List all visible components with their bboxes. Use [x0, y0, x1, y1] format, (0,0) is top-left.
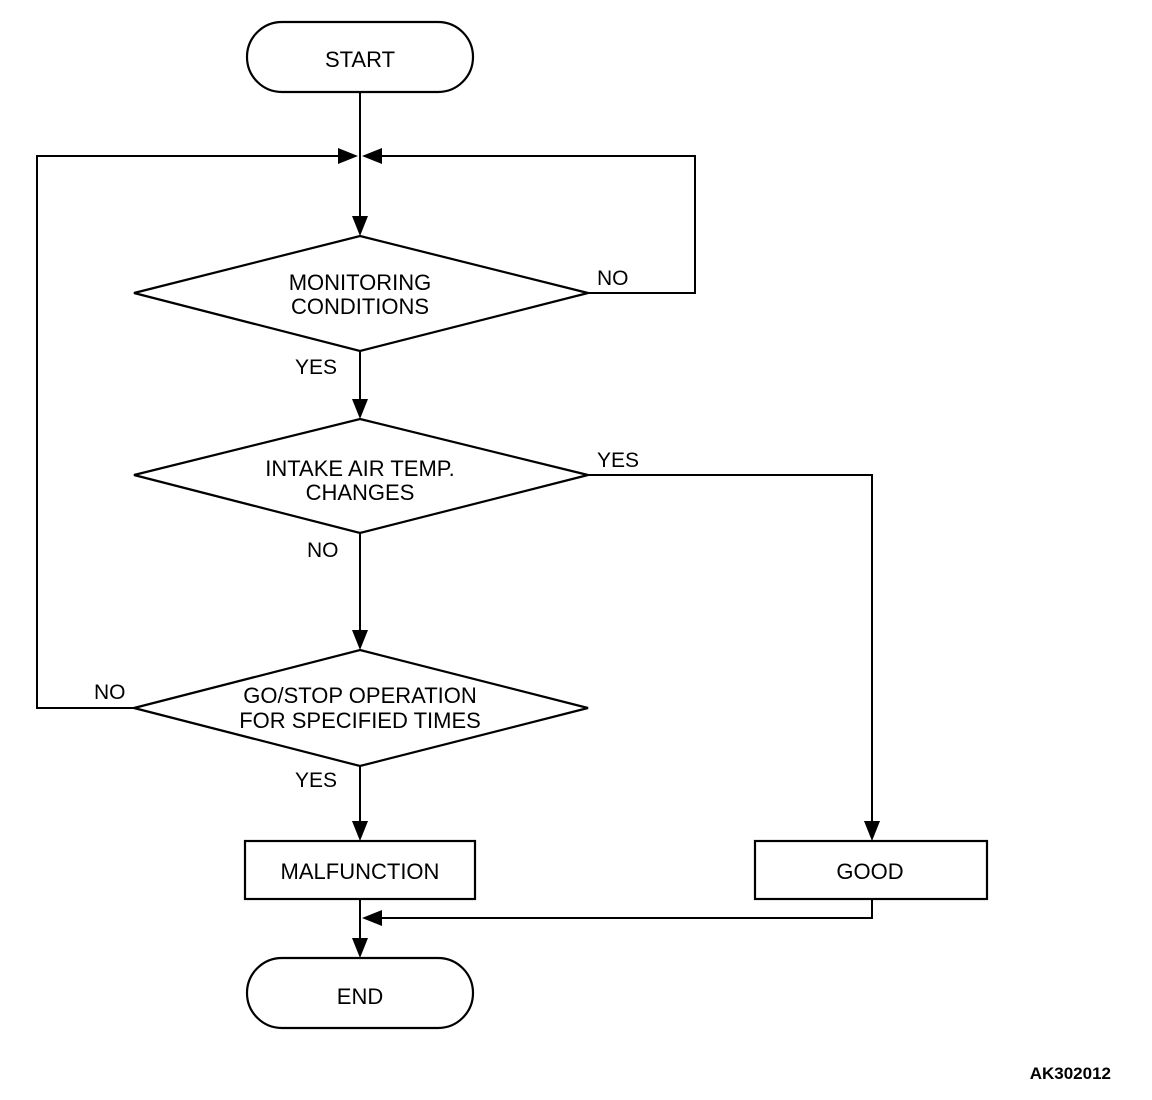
monitoring-conditions-decision: [133, 234, 589, 353]
arrowhead-right: [338, 148, 358, 164]
monitoring-label-line2: CONDITIONS: [291, 294, 429, 319]
edge-label-monitoring-yes: YES: [295, 356, 337, 379]
edge-label-intake-yes: YES: [597, 449, 639, 472]
gostop-label-line2: FOR SPECIFIED TIMES: [239, 708, 481, 733]
gostop-label-line1: GO/STOP OPERATION: [243, 683, 477, 708]
good-box: [753, 839, 989, 901]
arrowhead-left: [362, 910, 382, 926]
edge-label-intake-no: NO: [307, 539, 339, 562]
edge-label-monitoring-no: NO: [597, 267, 629, 290]
connector-good-to-end: [381, 899, 873, 919]
monitoring-label-line1: MONITORING: [289, 270, 432, 295]
edge-label-gostop-yes: YES: [295, 769, 337, 792]
intake-label-line1: INTAKE AIR TEMP.: [265, 456, 455, 481]
figure-id: AK302012: [1030, 1064, 1111, 1083]
edge-label-gostop-no: NO: [94, 681, 126, 704]
go-stop-operation-decision: [133, 648, 589, 768]
arrowhead-down: [352, 630, 368, 650]
arrowhead-down: [352, 399, 368, 419]
arrowhead-down: [864, 821, 880, 841]
connector-monitoring-no-loop: [380, 155, 696, 294]
arrowhead-left: [362, 148, 382, 164]
arrowhead-down: [352, 216, 368, 236]
intake-label-line2: CHANGES: [306, 480, 415, 505]
intake-air-temp-decision: [133, 417, 589, 535]
end-label: END: [337, 984, 383, 1009]
malfunction-box: [243, 839, 477, 901]
start-terminator: [245, 20, 475, 94]
connector-intake-yes-to-good: [588, 474, 873, 826]
arrowhead-down: [352, 938, 368, 958]
good-label: GOOD: [836, 859, 903, 884]
arrowhead-down: [352, 821, 368, 841]
connector-gostop-no-loop: [36, 155, 340, 709]
malfunction-label: MALFUNCTION: [281, 859, 440, 884]
start-label: START: [325, 47, 395, 72]
end-terminator: [245, 956, 475, 1030]
